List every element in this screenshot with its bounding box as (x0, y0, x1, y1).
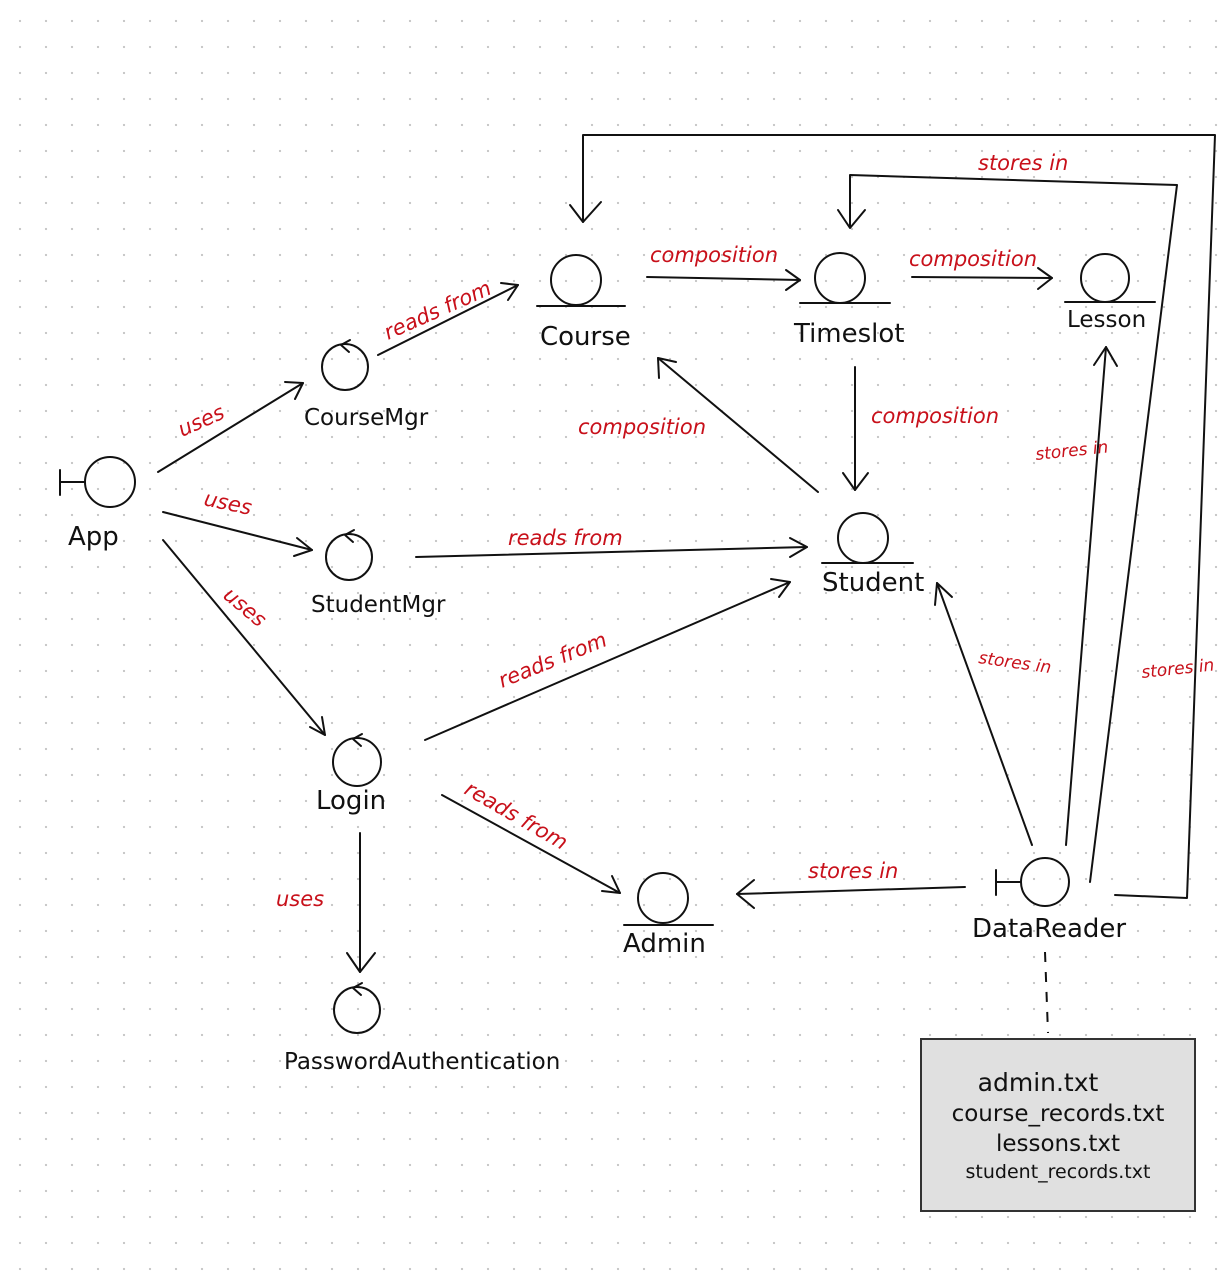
edge-label-timeslot-lesson: composition (909, 247, 1037, 271)
edge-label-app-login: uses (219, 582, 271, 631)
node-label-app: App (68, 522, 119, 552)
edge-course-timeslot (646, 269, 801, 291)
edge-label-datareader-student: stores in (977, 648, 1052, 678)
node-studentmgr[interactable]: StudentMgr (311, 529, 446, 618)
node-password-authentication[interactable]: PasswordAuthentication (284, 982, 560, 1075)
edge-datareader-timeslot (837, 174, 1178, 883)
entity-icon (799, 252, 891, 304)
node-login[interactable]: Login (316, 733, 386, 816)
dashed-file-connector (1044, 951, 1049, 1034)
edge-label-datareader-timeslot: stores in (978, 151, 1068, 175)
node-label-login: Login (316, 786, 386, 816)
edge-datareader-course (569, 134, 1216, 899)
edge-timeslot-student (842, 366, 869, 491)
file-lessons: lessons.txt (995, 1130, 1121, 1157)
edge-login-password (346, 832, 376, 973)
edge-login-admin (441, 794, 621, 894)
node-student[interactable]: Student (821, 512, 924, 598)
node-label-datareader: DataReader (972, 914, 1126, 944)
edge-coursemgr-course (377, 282, 519, 356)
entity-icon (536, 254, 626, 307)
edge-label-login-password: uses (276, 887, 324, 911)
node-label-password-authentication: PasswordAuthentication (284, 1049, 560, 1075)
node-datareader[interactable]: DataReader (972, 857, 1126, 944)
file-course-records: course_records.txt (951, 1100, 1165, 1127)
edge-datareader-student (934, 582, 1033, 846)
entity-icon (821, 512, 914, 564)
edge-label-app-studentmgr: uses (202, 486, 254, 519)
edge-student-course (657, 357, 819, 493)
edge-app-coursemgr (157, 381, 304, 473)
edge-label-student-course: composition (578, 415, 706, 439)
node-label-lesson: Lesson (1067, 307, 1146, 333)
boundary-icon (59, 456, 136, 508)
node-course[interactable]: Course (536, 254, 631, 352)
node-label-admin: Admin (623, 929, 706, 959)
node-label-course: Course (540, 322, 631, 352)
edge-label-coursemgr-course: reads from (380, 276, 495, 345)
data-files-box: admin.txt course_records.txt lessons.txt… (920, 1038, 1196, 1212)
node-admin[interactable]: Admin (623, 872, 714, 959)
edge-app-studentmgr (162, 511, 313, 557)
edge-label-timeslot-student: composition (871, 404, 999, 428)
node-label-studentmgr: StudentMgr (311, 592, 446, 618)
edge-datareader-lesson (1065, 346, 1118, 846)
boundary-icon (995, 857, 1070, 907)
edge-datareader-admin (736, 879, 966, 909)
node-app[interactable]: App (59, 456, 136, 552)
edge-label-datareader-course: stores in (1140, 655, 1215, 683)
edge-label-course-timeslot: composition (650, 243, 778, 267)
edge-timeslot-lesson (911, 267, 1053, 290)
node-label-coursemgr: CourseMgr (304, 405, 429, 431)
edge-label-datareader-lesson: stores in (1034, 437, 1109, 465)
control-icon (321, 339, 369, 391)
control-icon (325, 529, 373, 581)
edge-label-datareader-admin: stores in (808, 859, 898, 883)
edge-label-studentmgr-student: reads from (508, 526, 623, 550)
node-label-student: Student (822, 568, 924, 598)
edge-studentmgr-student (415, 537, 808, 558)
file-admin: admin.txt (977, 1067, 1099, 1097)
edge-login-student (424, 578, 791, 741)
edge-label-login-admin: reads from (461, 777, 572, 855)
edge-label-app-coursemgr: uses (174, 400, 228, 442)
edge-label-login-student: reads from (495, 627, 610, 692)
node-lesson[interactable]: Lesson (1064, 253, 1156, 333)
entity-icon (1064, 253, 1156, 303)
file-student-records: student_records.txt (965, 1160, 1151, 1183)
control-icon (333, 982, 381, 1034)
control-icon (332, 733, 382, 787)
edge-app-login (162, 539, 326, 736)
node-timeslot[interactable]: Timeslot (793, 252, 905, 349)
node-label-timeslot: Timeslot (793, 319, 905, 349)
entity-icon (623, 872, 714, 926)
node-coursemgr[interactable]: CourseMgr (304, 339, 429, 431)
